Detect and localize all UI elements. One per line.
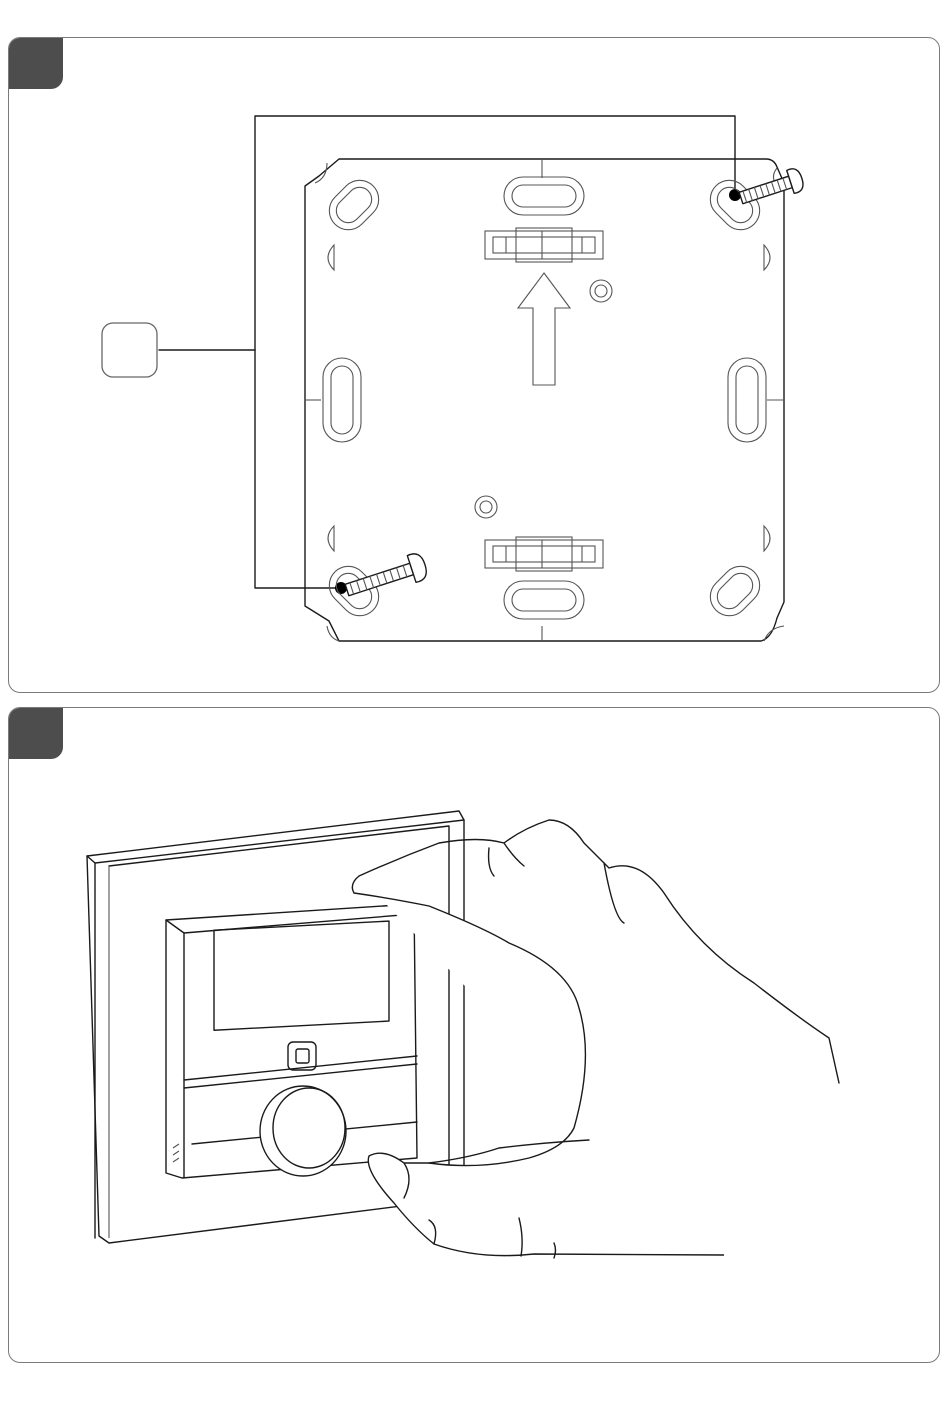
thermostat-attach-diagram — [9, 708, 940, 1363]
callout-lines — [159, 116, 741, 594]
callout-box — [102, 323, 157, 377]
thermostat-device — [166, 904, 417, 1178]
mounting-plate-diagram — [9, 38, 940, 693]
arrow-up-icon — [518, 273, 570, 385]
screw-icon — [737, 167, 805, 210]
top-clip — [485, 228, 603, 262]
step-1-panel — [8, 37, 940, 693]
mounting-plate — [305, 159, 784, 641]
bottom-clip — [485, 537, 603, 571]
screw-icon — [343, 551, 430, 603]
step-2-panel — [8, 707, 940, 1363]
